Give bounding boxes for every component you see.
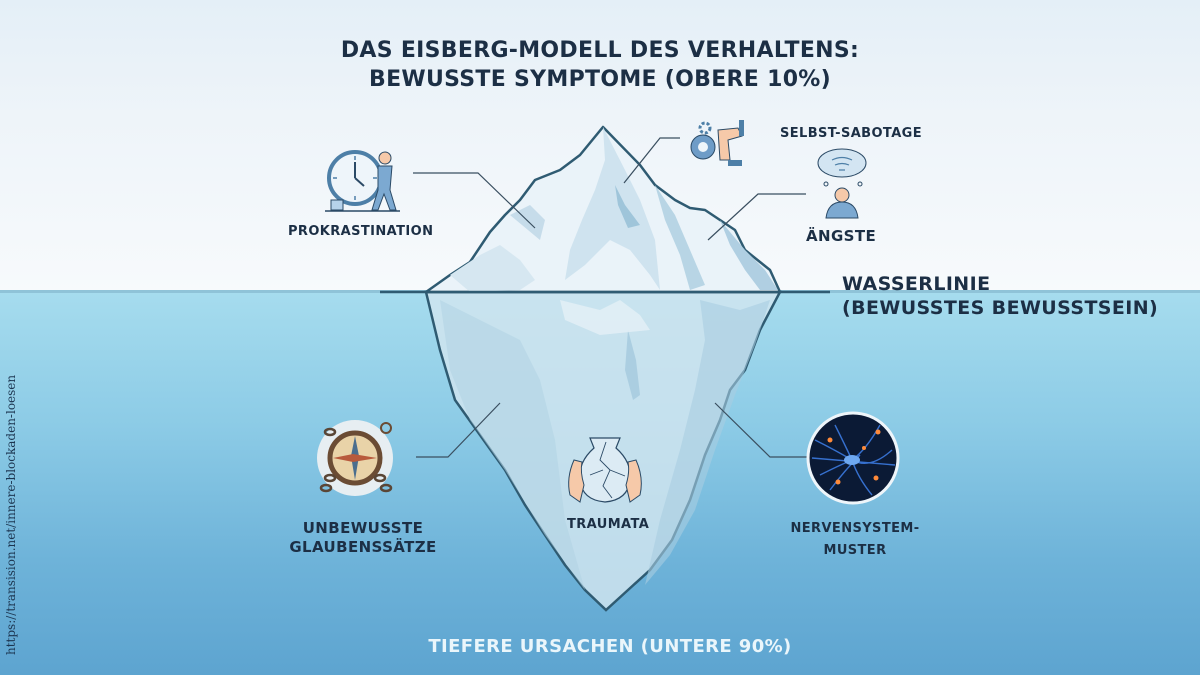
chained-compass-icon (317, 420, 393, 496)
label-selbst-sabotage: SELBST-SABOTAGE (780, 126, 923, 141)
label-nervensystem-muster: NERVENSYSTEM- MUSTER (785, 518, 925, 562)
label-prokrastination: PROKRASTINATION (288, 224, 434, 239)
waterline-label: WASSERLINIE (BEWUSSTES BEWUSSTSEIN) (842, 272, 1158, 320)
broken-vase-icon (568, 437, 642, 503)
diagram-title: DAS EISBERG-MODELL DES VERHALTENS: BEWUS… (0, 36, 1200, 94)
waterline-line-1: WASSERLINIE (842, 273, 991, 295)
label-line-2: GLAUBENSSÄTZE (289, 538, 437, 556)
title-line-1: DAS EISBERG-MODELL DES VERHALTENS: (340, 38, 860, 63)
label-aengste: ÄNGSTE (806, 227, 877, 245)
label-unbewusste-glaubenssaetze: UNBEWUSSTE GLAUBENSSÄTZE (288, 519, 438, 557)
source-url: https://transision.net/innere-blockaden-… (4, 374, 18, 655)
anxious-person-icon (817, 148, 867, 219)
label-line-1: UNBEWUSSTE (302, 519, 424, 537)
bottom-label: TIEFERE URSACHEN (UNTERE 90%) (428, 636, 792, 657)
gears-hand-icon (690, 120, 744, 166)
waterline-line-2: (BEWUSSTES BEWUSSTSEIN) (842, 297, 1159, 319)
title-line-2: BEWUSSTE SYMPTOME (OBERE 10%) (369, 67, 831, 92)
clock-person-icon (325, 150, 400, 212)
label-line-1: NERVENSYSTEM- (790, 521, 920, 536)
label-traumata: TRAUMATA (567, 517, 650, 532)
iceberg-tip (424, 125, 782, 294)
neurons-icon (806, 411, 900, 505)
label-line-2: MUSTER (823, 543, 887, 558)
leader-lines (413, 137, 810, 458)
